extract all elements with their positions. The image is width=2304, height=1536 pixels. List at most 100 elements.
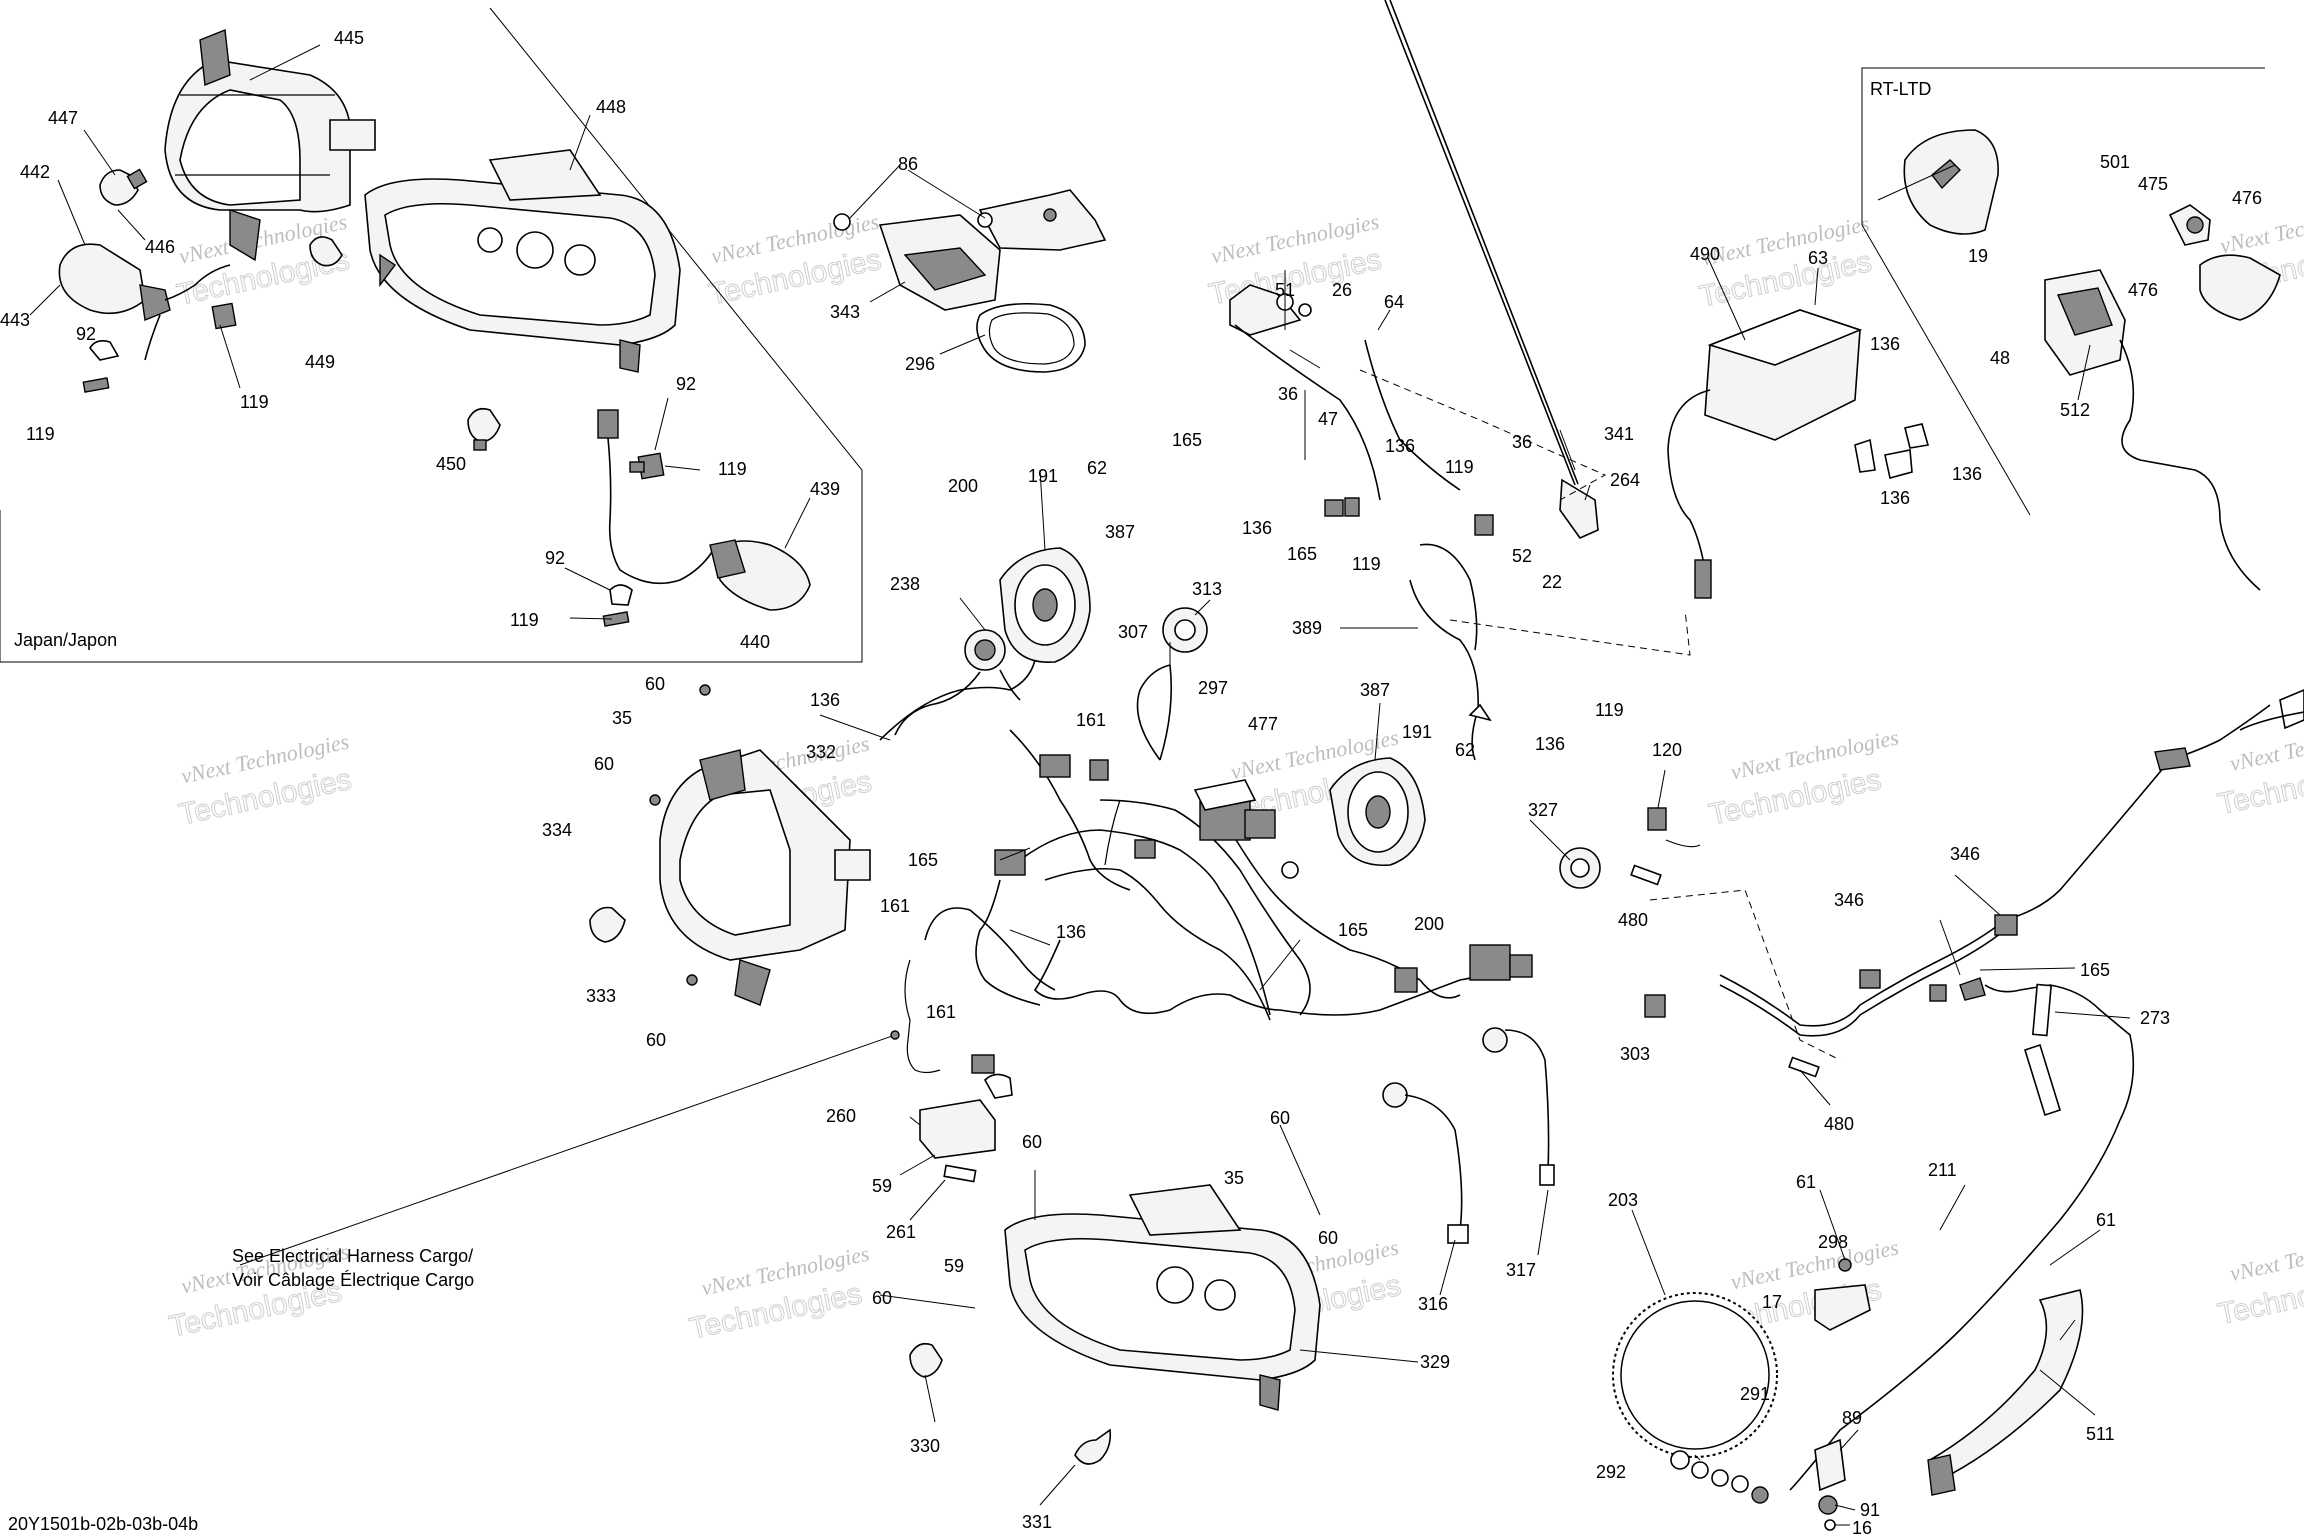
connector-92-japan [602, 584, 633, 627]
callout-261: 261 [886, 1222, 916, 1242]
callout-62: 62 [1455, 740, 1475, 760]
callout-313: 313 [1192, 579, 1222, 599]
harness-439 [597, 409, 811, 611]
cover-501 [1903, 129, 1999, 235]
holder-512 [2044, 269, 2261, 591]
bulb-450 [467, 407, 501, 451]
callout-439: 439 [810, 479, 840, 499]
callout-119: 119 [1445, 457, 1474, 477]
callout-292: 292 [1596, 1462, 1626, 1482]
callout-62: 62 [1087, 458, 1107, 478]
callout-92: 92 [76, 324, 96, 344]
callout-333: 333 [586, 986, 616, 1006]
callout-60: 60 [1270, 1108, 1290, 1128]
callout-165: 165 [2080, 960, 2110, 980]
callout-165: 165 [1287, 544, 1317, 564]
callout-297: 297 [1198, 678, 1228, 698]
callout-443: 443 [0, 310, 30, 330]
callout-26: 26 [1332, 280, 1352, 300]
speaker-327 [1559, 847, 1601, 889]
callout-60: 60 [645, 674, 665, 694]
callout-17: 17 [1762, 1292, 1782, 1312]
callout-317: 317 [1506, 1260, 1536, 1280]
callout-136: 136 [1880, 488, 1910, 508]
callout-136: 136 [1535, 734, 1565, 754]
callout-165: 165 [1338, 920, 1368, 940]
callout-346: 346 [1834, 890, 1864, 910]
callout-475: 475 [2138, 174, 2168, 194]
bulb-331 [1074, 1428, 1112, 1465]
callout-161: 161 [926, 1002, 956, 1022]
callout-445: 445 [334, 28, 364, 48]
callout-334: 334 [542, 820, 572, 840]
callout-60: 60 [1022, 1132, 1042, 1152]
callout-61: 61 [2096, 1210, 2116, 1230]
connector-119 [211, 302, 237, 330]
antenna-341 [1384, 0, 1599, 539]
callout-476: 476 [2232, 188, 2262, 208]
callout-120: 120 [1652, 740, 1682, 760]
watermark-text: vNext Technologies [2228, 1226, 2304, 1286]
callout-63: 63 [1808, 248, 1828, 268]
bracket-343 [833, 189, 1107, 311]
callout-35: 35 [612, 708, 632, 728]
callout-447: 447 [48, 108, 78, 128]
callout-200: 200 [948, 476, 978, 496]
headlamp-329 [1004, 1184, 1321, 1411]
callout-136: 136 [1870, 334, 1900, 354]
callout-91: 91 [1860, 1500, 1880, 1520]
speaker-313 [1162, 607, 1208, 653]
callout-450: 450 [436, 454, 466, 474]
callout-341: 341 [1604, 424, 1634, 444]
callout-316: 316 [1418, 1294, 1448, 1314]
module-490 [1667, 309, 1863, 599]
callout-136: 136 [1242, 518, 1272, 538]
callout-119: 119 [1595, 700, 1624, 720]
clips-136-group [1854, 423, 1930, 479]
callout-161: 161 [880, 896, 910, 916]
callout-264: 264 [1610, 470, 1640, 490]
japan-region-frame: Japan/Japon [0, 7, 863, 663]
callout-136: 136 [1056, 922, 1086, 942]
callout-480: 480 [1618, 910, 1648, 930]
note-line-2: Voir Câblage Électrique Cargo [232, 1270, 474, 1290]
main-harness [879, 659, 1533, 1074]
callout-165: 165 [908, 850, 938, 870]
connector-303 [1644, 994, 1666, 1018]
module-260 [919, 1073, 1013, 1159]
callout-490: 490 [1690, 244, 1720, 264]
callout-119: 119 [1352, 554, 1381, 574]
lamp-socket-317 [1482, 1027, 1555, 1186]
callout-165: 165 [1172, 430, 1202, 450]
bulb-330 [909, 1342, 943, 1378]
callout-200: 200 [1414, 914, 1444, 934]
japan-rear-light-445 [164, 29, 376, 262]
harness-reference-note: See Electrical Harness Cargo/ Voir Câbla… [232, 1246, 474, 1290]
japan-region-label: Japan/Japon [14, 630, 117, 650]
callout-19: 19 [1968, 246, 1988, 266]
callout-leaders [29, 44, 2131, 1526]
callout-273: 273 [2140, 1008, 2170, 1028]
callout-298: 298 [1818, 1232, 1848, 1252]
fuse-261 [943, 1164, 977, 1183]
callout-60: 60 [646, 1030, 666, 1050]
callout-346: 346 [1950, 844, 1980, 864]
callout-296: 296 [905, 354, 935, 374]
callout-327: 327 [1528, 800, 1558, 820]
callout-60: 60 [594, 754, 614, 774]
callout-89: 89 [1842, 1408, 1862, 1428]
callout-136: 136 [810, 690, 840, 710]
sensor-480 [1630, 864, 1820, 1078]
washer-group-291 [1670, 1450, 1769, 1504]
callout-119: 119 [718, 459, 747, 479]
speaker-387-upper [999, 547, 1091, 663]
callout-329: 329 [1420, 1352, 1450, 1372]
callout-119: 119 [240, 392, 269, 412]
callout-446: 446 [145, 237, 175, 257]
callout-22: 22 [1542, 572, 1562, 592]
reference-lines [239, 369, 1841, 1266]
turn-signal-442 [58, 243, 231, 361]
callout-343: 343 [830, 302, 860, 322]
bulb-449 [309, 236, 343, 267]
